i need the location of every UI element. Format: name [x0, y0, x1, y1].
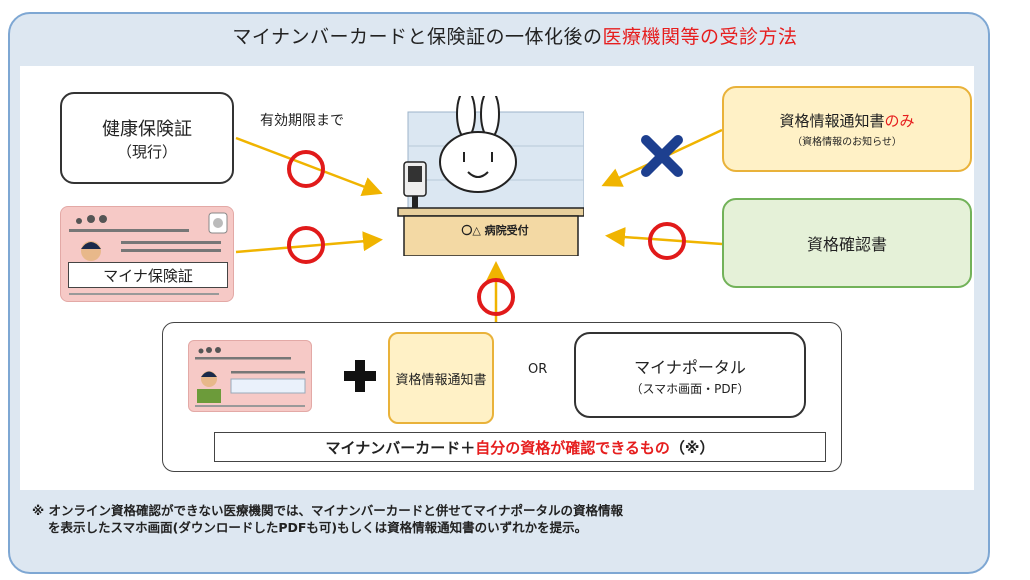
footnote-line-1: ※ オンライン資格確認ができない医療機関では、マイナンバーカードと併せてマイナポ… — [32, 503, 624, 518]
card-illustration — [69, 212, 228, 295]
tsuchi-only-sublabel: （資格情報のお知らせ） — [792, 137, 902, 148]
cross-mark-icon — [641, 135, 683, 177]
ok-circle-icon — [648, 222, 686, 260]
card-reader-icon — [403, 161, 427, 208]
page-title: マイナンバーカードと保険証の一体化後の医療機関等の受診方法 — [232, 26, 798, 48]
ok-circle-icon — [477, 278, 515, 316]
footnote: ※ オンライン資格確認ができない医療機関では、マイナンバーカードと併せてマイナポ… — [32, 502, 623, 536]
small-card-illustration — [195, 347, 306, 407]
plus-icon — [344, 360, 376, 392]
shikaku-kakuninsho-box: 資格確認書 — [722, 198, 972, 288]
kenko-label: 健康保険証 — [102, 118, 192, 140]
kenko-sublabel: （現行） — [116, 142, 177, 161]
reception-drawing — [397, 89, 585, 257]
formula-caption: マイナンバーカード＋自分の資格が確認できるもの（※） — [214, 432, 826, 462]
tsuchi-box: 資格情報通知書 — [388, 332, 494, 424]
or-label: OR — [528, 362, 548, 377]
tsuchi-only-label: 資格情報通知書のみ — [779, 112, 915, 130]
portal-label: マイナポータル — [634, 357, 746, 377]
footnote-line-2: を表示したスマホ画面(ダウンロードしたPDFも可)もしくは資格情報通知書のいずれ… — [48, 520, 588, 535]
rabbit-mascot-icon — [439, 89, 517, 193]
validity-note: 有効期限まで — [260, 113, 344, 129]
myna-portal-box: マイナポータル （スマホ画面・PDF） — [574, 332, 806, 418]
hospital-reception-illustration — [384, 89, 585, 257]
portal-sublabel: （スマホ画面・PDF） — [630, 381, 750, 396]
ok-circle-icon — [287, 226, 325, 264]
reception-sign: 〇△ 病院受付 — [461, 224, 529, 237]
my-number-card-small-image — [188, 340, 312, 412]
tsuchi-only-box: 資格情報通知書のみ （資格情報のお知らせ） — [722, 86, 972, 172]
my-hokensho-label: マイナ保険証 — [68, 262, 228, 288]
ok-circle-icon — [287, 150, 325, 188]
kenko-hokensho-box: 健康保険証 （現行） — [60, 92, 234, 184]
